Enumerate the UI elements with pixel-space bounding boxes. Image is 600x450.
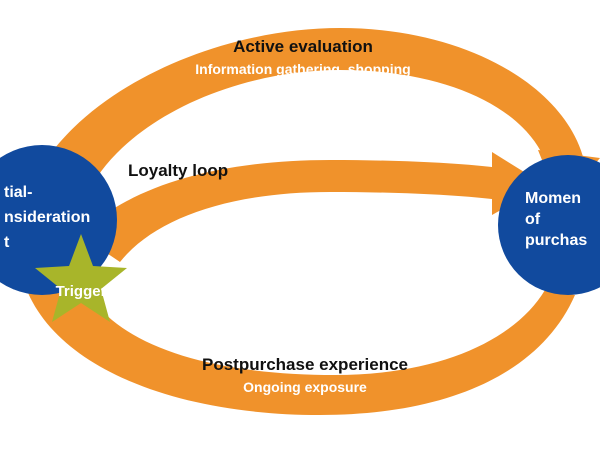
- trigger-label: Trigger: [56, 283, 107, 300]
- left-circle-line-3: t: [4, 234, 10, 251]
- left-circle-line-2: nsideration: [4, 209, 90, 226]
- active-evaluation-title: Active evaluation: [233, 37, 373, 56]
- loyalty-loop-title: Loyalty loop: [128, 161, 228, 180]
- postpurchase-subtitle: Ongoing exposure: [243, 379, 367, 395]
- loyalty-loop-band: [80, 160, 500, 262]
- left-circle-line-1: tial-: [4, 184, 32, 201]
- active-evaluation-subtitle: Information gathering, shopping: [195, 61, 410, 77]
- postpurchase-title: Postpurchase experience: [202, 355, 408, 374]
- right-circle-line-2: of: [525, 211, 541, 228]
- trigger-star: [35, 234, 127, 322]
- moment-of-purchase-circle: [498, 155, 600, 295]
- right-circle-line-1: Momen: [525, 190, 581, 207]
- right-circle-line-3: purchas: [525, 232, 587, 249]
